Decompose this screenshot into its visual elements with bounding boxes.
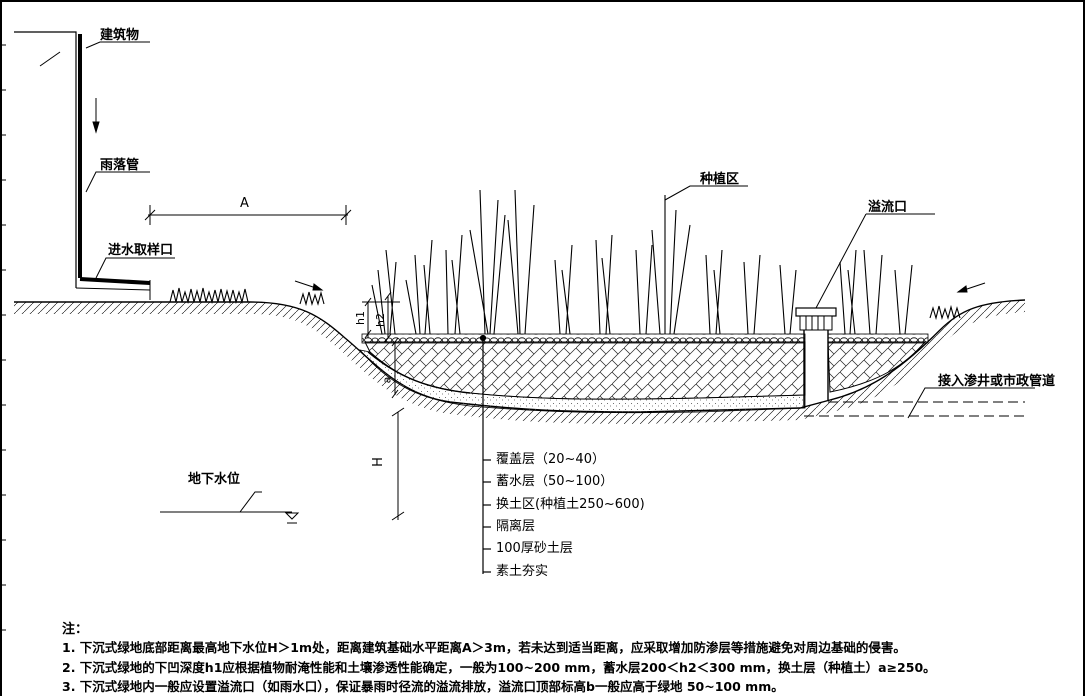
building-downpipe: [14, 31, 175, 300]
layer-leader: [479, 334, 491, 574]
label-h2: h2: [373, 313, 387, 327]
border-ticks: [0, 44, 6, 631]
layer-3: 换土区(种植土250~600): [496, 497, 645, 512]
label-dim-h: H: [370, 457, 386, 467]
layer-5: 100厚砂土层: [496, 541, 573, 556]
layer-4: 隔离层: [496, 519, 536, 534]
layer-2: 蓄水层（50~100）: [496, 474, 614, 489]
label-a: a: [380, 376, 394, 384]
dimension-a: [144, 205, 352, 225]
layer-6: 素土夯实: [496, 564, 549, 579]
basin-layers: [358, 333, 929, 414]
label-planting: 种植区: [700, 172, 740, 187]
label-connect: 接入渗井或市政管道: [938, 374, 1056, 389]
note-3: 3. 下沉式绿地内一般应设置溢流口（如雨水口），保证暴雨时径流的溢流排放，溢流口…: [62, 679, 784, 694]
label-building: 建筑物: [100, 28, 140, 43]
layer-1: 覆盖层（20~40）: [496, 452, 605, 467]
label-groundwater: 地下水位: [188, 472, 241, 487]
flow-arrows: [294, 280, 986, 293]
note-1: 1. 下沉式绿地底部距离最高地下水位H＞1m处，距离建筑基础水平距离A＞3m，若…: [62, 640, 906, 655]
label-downpipe: 雨落管: [100, 158, 140, 173]
depth-dimensions: [160, 291, 405, 524]
label-inlet: 进水取样口: [108, 243, 174, 258]
label-dim-a: A: [240, 196, 249, 211]
notes-title: 注：: [62, 622, 89, 637]
label-overflow: 溢流口: [868, 200, 908, 215]
overflow-structure: [795, 213, 1035, 419]
note-2: 2. 下沉式绿地的下凹深度h1应根据植物耐淹性能和土壤渗透性能确定，一般为100…: [62, 660, 936, 675]
label-h1: h1: [353, 311, 367, 325]
